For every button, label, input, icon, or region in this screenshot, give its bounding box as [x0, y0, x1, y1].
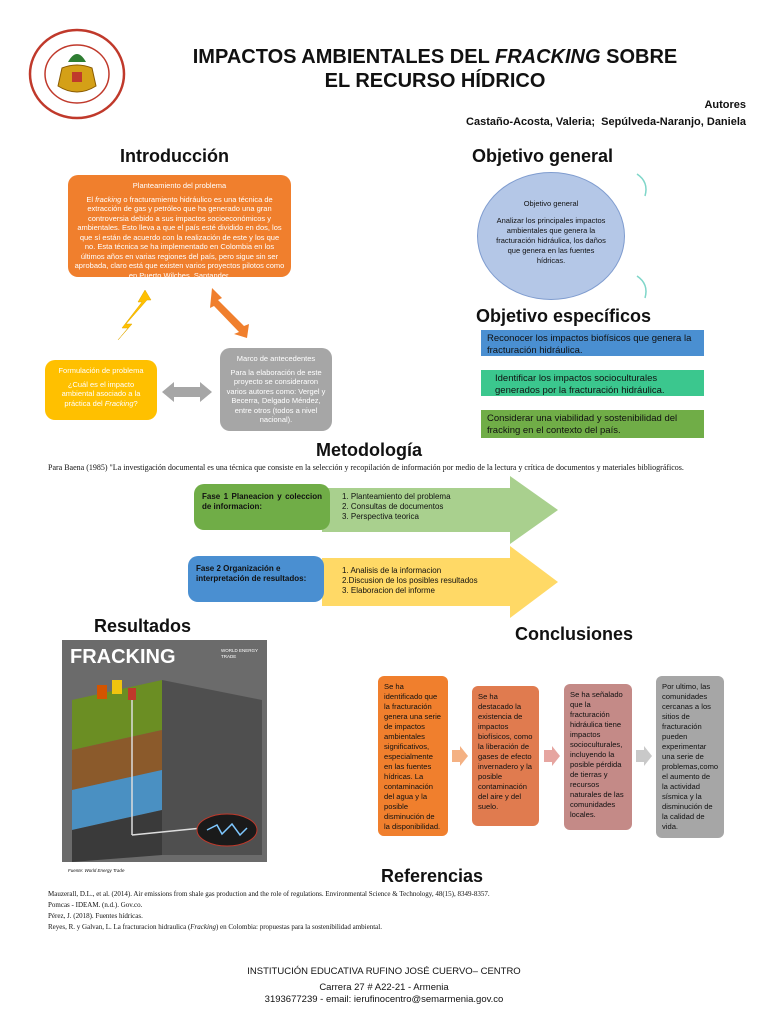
objective-ellipse: Objetivo general Analizar los principale…: [477, 172, 625, 300]
objective-text: Analizar los principales impactos ambien…: [496, 216, 606, 265]
intro-box1-text: El fracking o fracturamiento hidráulico …: [74, 194, 285, 280]
references-heading: Referencias: [381, 866, 484, 886]
conclusion-arrow-2: [544, 746, 560, 766]
title-part2: SOBRE: [600, 46, 678, 68]
reference-3: Pérez, J. (2018). Fuentes hídricas.: [48, 912, 143, 920]
bracket-decoration: [636, 173, 647, 299]
conclusion-2: Se ha destacado la existencia de impacto…: [472, 686, 539, 826]
infographic-brand: WORLD ENERGY TRADE: [221, 648, 258, 659]
results-source: Fuente: World Energy Trade: [68, 868, 125, 873]
method-quote: Para Baena (1985) "La investigación docu…: [48, 463, 684, 472]
conclusions-heading: Conclusiones: [515, 624, 634, 644]
intro-box-background: Marco de antecedentes Para la elaboració…: [220, 348, 332, 431]
phase2-items: 1. Analisis de la informacion 2.Discusio…: [342, 566, 478, 595]
objective-heading: Objetivo general: [472, 146, 614, 166]
intro-box2-text: ¿Cuál es el impacto ambiental asociado a…: [61, 379, 141, 408]
phase1-box: Fase 1 Planeacion y coleccion de informa…: [194, 484, 330, 530]
intro-box3-title: Marco de antecedentes: [236, 354, 316, 363]
title-part1: IMPACTOS AMBIENTALES DEL: [192, 46, 495, 68]
intro-box-formulation: Formulación de problema ¿Cuál es el impa…: [45, 360, 157, 420]
footer-line3: 3193677239 - email: ierufinocentro@semar…: [264, 994, 504, 1005]
intro-heading: Introducción: [120, 146, 229, 166]
method-heading: Metodología: [316, 440, 422, 460]
intro-box1-title: Planteamiento del problema: [132, 181, 227, 190]
objective-title: Objetivo general: [523, 199, 579, 208]
reference-1: Mauzerall, D.L., et al. (2014). Air emis…: [48, 890, 490, 898]
footer-line1: INSTITUCIÓN EDUCATIVA RUFINO JOSÉ CUERVO…: [247, 966, 521, 977]
intro-box2-title: Formulación de problema: [58, 366, 144, 375]
fracking-infographic: FRACKING WORLD ENERGY TRADE: [62, 640, 267, 862]
title-italic: FRACKING: [495, 46, 601, 68]
school-seal: [28, 28, 126, 120]
conclusion-4: Por ultimo, las comunidades cercanas a l…: [656, 676, 724, 838]
intro-box-problem: Planteamiento del problema El fracking o…: [68, 175, 291, 280]
conclusion-arrow-3: [636, 746, 652, 766]
footer-line2: Carrera 27 # A22-21 - Armenia: [319, 982, 449, 993]
results-heading: Resultados: [94, 616, 192, 636]
infographic-title: FRACKING: [70, 646, 176, 668]
phase2-box: Fase 2 Organización e interpretación de …: [188, 556, 324, 602]
intro-arrows: [117, 288, 249, 402]
conclusion-3: Se ha señalado que la fracturación hidrá…: [564, 684, 632, 830]
phase2-arrow: [322, 546, 558, 618]
specific-heading: Objetivo específicos: [476, 306, 652, 326]
conclusion-1: Se ha identificado que la fracturación g…: [378, 676, 448, 836]
phase1-arrow: [322, 476, 558, 544]
infographic-drawing: [72, 680, 262, 862]
phase1-items: 1. Planteamiento del problema 2. Consult…: [342, 492, 451, 521]
specific-item-2: Identificar los impactos socioculturales…: [481, 370, 704, 396]
authors-label: Autores: [704, 99, 746, 111]
reference-4: Reyes, R. y Galvan, L. La fracturacion h…: [48, 923, 382, 931]
conclusion-arrow-1: [452, 746, 468, 766]
poster-title: IMPACTOS AMBIENTALES DEL FRACKING SOBRE …: [140, 45, 730, 93]
intro-box3-text: Para la elaboración de este proyecto se …: [226, 367, 326, 425]
references-list: Mauzerall, D.L., et al. (2014). Air emis…: [48, 889, 748, 933]
footer: INSTITUCIÓN EDUCATIVA RUFINO JOSÉ CUERVO…: [0, 966, 768, 1006]
specific-item-3: Considerar una viabilidad y sostenibilid…: [481, 410, 704, 438]
reference-2: Pomcas - IDEAM. (n.d.). Gov.co.: [48, 901, 143, 909]
authors: Castaño-Acosta, Valeria; Sepúlveda-Naran…: [466, 116, 746, 128]
title-line2: EL RECURSO HÍDRICO: [324, 70, 546, 92]
specific-item-1: Reconocer los impactos biofísicos que ge…: [481, 330, 704, 356]
